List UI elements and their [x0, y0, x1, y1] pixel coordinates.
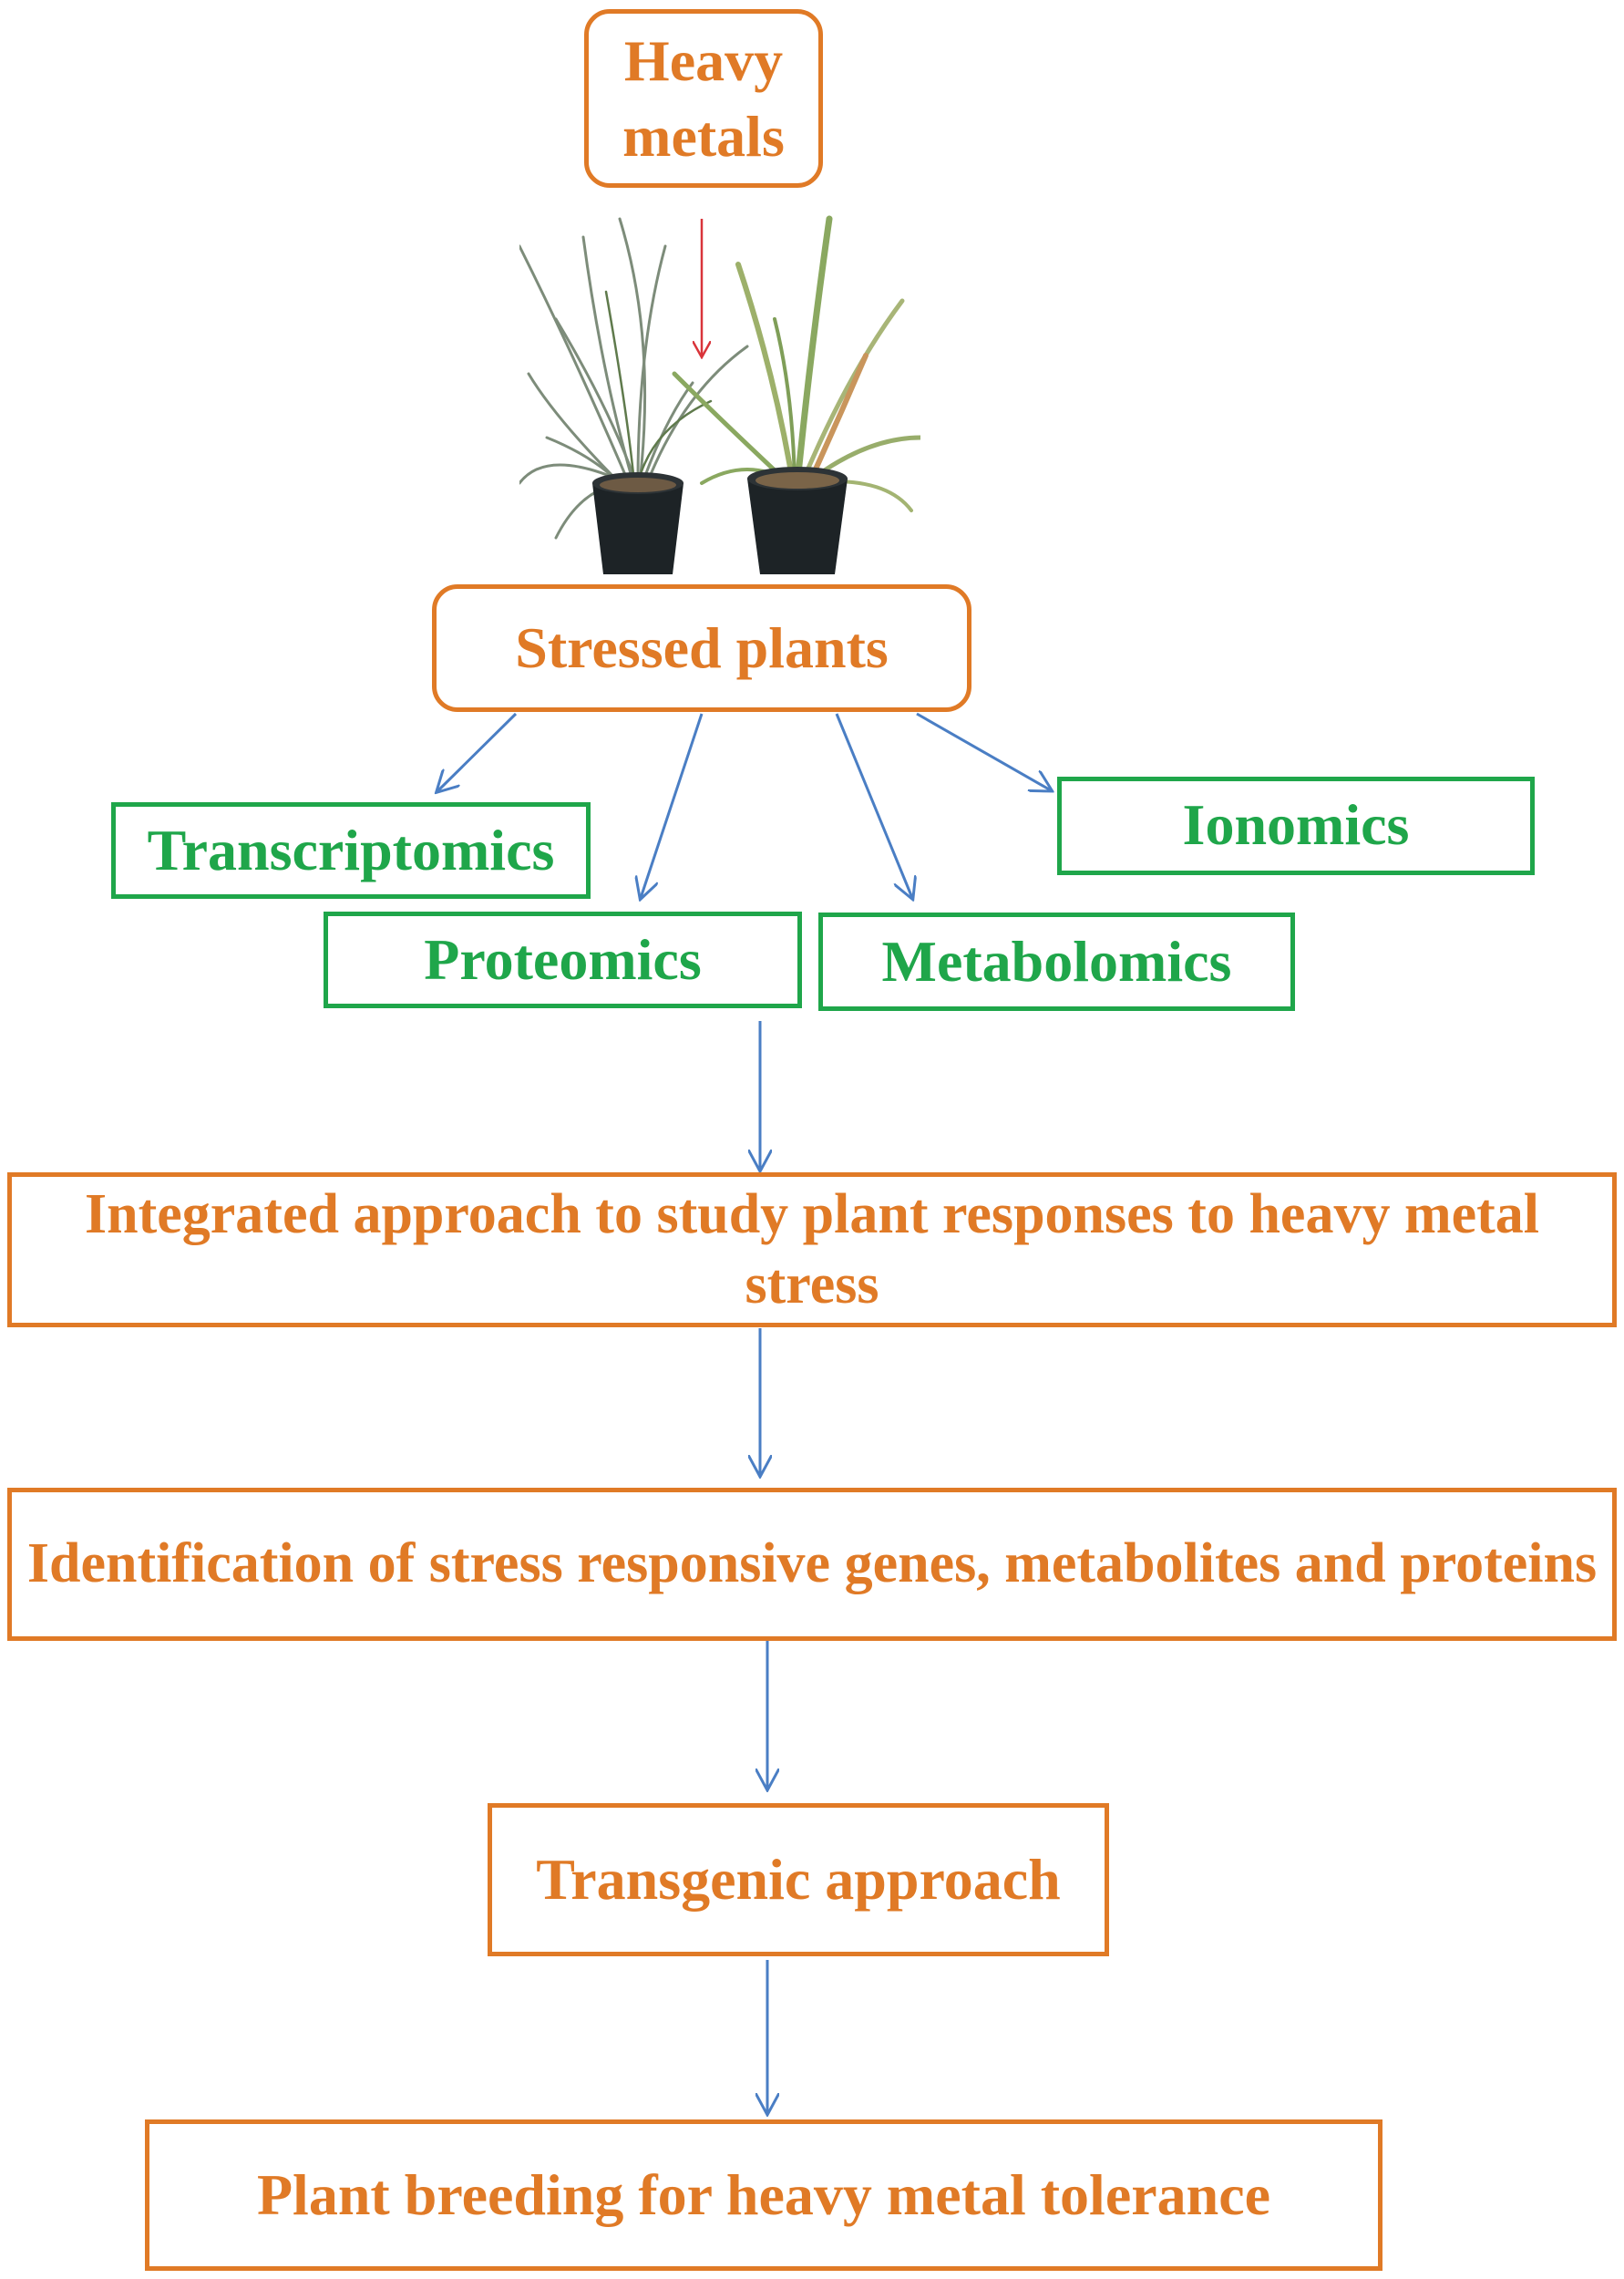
heavy-metals-label: Heavy metals — [622, 27, 785, 169]
transgenic-approach-label: Transgenic approach — [536, 1847, 1061, 1913]
ionomics-label: Ionomics — [1182, 792, 1410, 857]
transcriptomics-box: Transcriptomics — [111, 802, 591, 899]
integrated-approach-box: Integrated approach to study plant respo… — [7, 1172, 1617, 1327]
stressed-plants-box: Stressed plants — [432, 584, 971, 712]
arrow-to-proteomics — [641, 713, 704, 898]
ionomics-box: Ionomics — [1057, 777, 1535, 875]
plant-breeding-label: Plant breeding for heavy metal tolerance — [256, 2162, 1271, 2228]
metabolomics-box: Metabolomics — [818, 913, 1295, 1011]
stressed-plants-label: Stressed plants — [515, 615, 889, 681]
identification-box: Identification of stress responsive gene… — [7, 1488, 1617, 1641]
proteomics-label: Proteomics — [424, 927, 702, 993]
heavy-metals-box: Heavy metals — [584, 9, 823, 188]
metabolomics-label: Metabolomics — [881, 929, 1232, 995]
arrow-to-transcriptomics — [437, 712, 518, 791]
plant-breeding-box: Plant breeding for heavy metal tolerance — [145, 2119, 1382, 2271]
transgenic-approach-box: Transgenic approach — [488, 1803, 1109, 1956]
proteomics-box: Proteomics — [324, 912, 802, 1008]
arrow-to-metabolomics — [835, 713, 912, 898]
integrated-approach-label: Integrated approach to study plant respo… — [85, 1182, 1539, 1316]
stressed-plants-image — [519, 215, 920, 574]
transcriptomics-label: Transcriptomics — [147, 818, 555, 883]
arrow-to-ionomics — [916, 712, 1051, 790]
identification-label: Identification of stress responsive gene… — [26, 1532, 1598, 1595]
